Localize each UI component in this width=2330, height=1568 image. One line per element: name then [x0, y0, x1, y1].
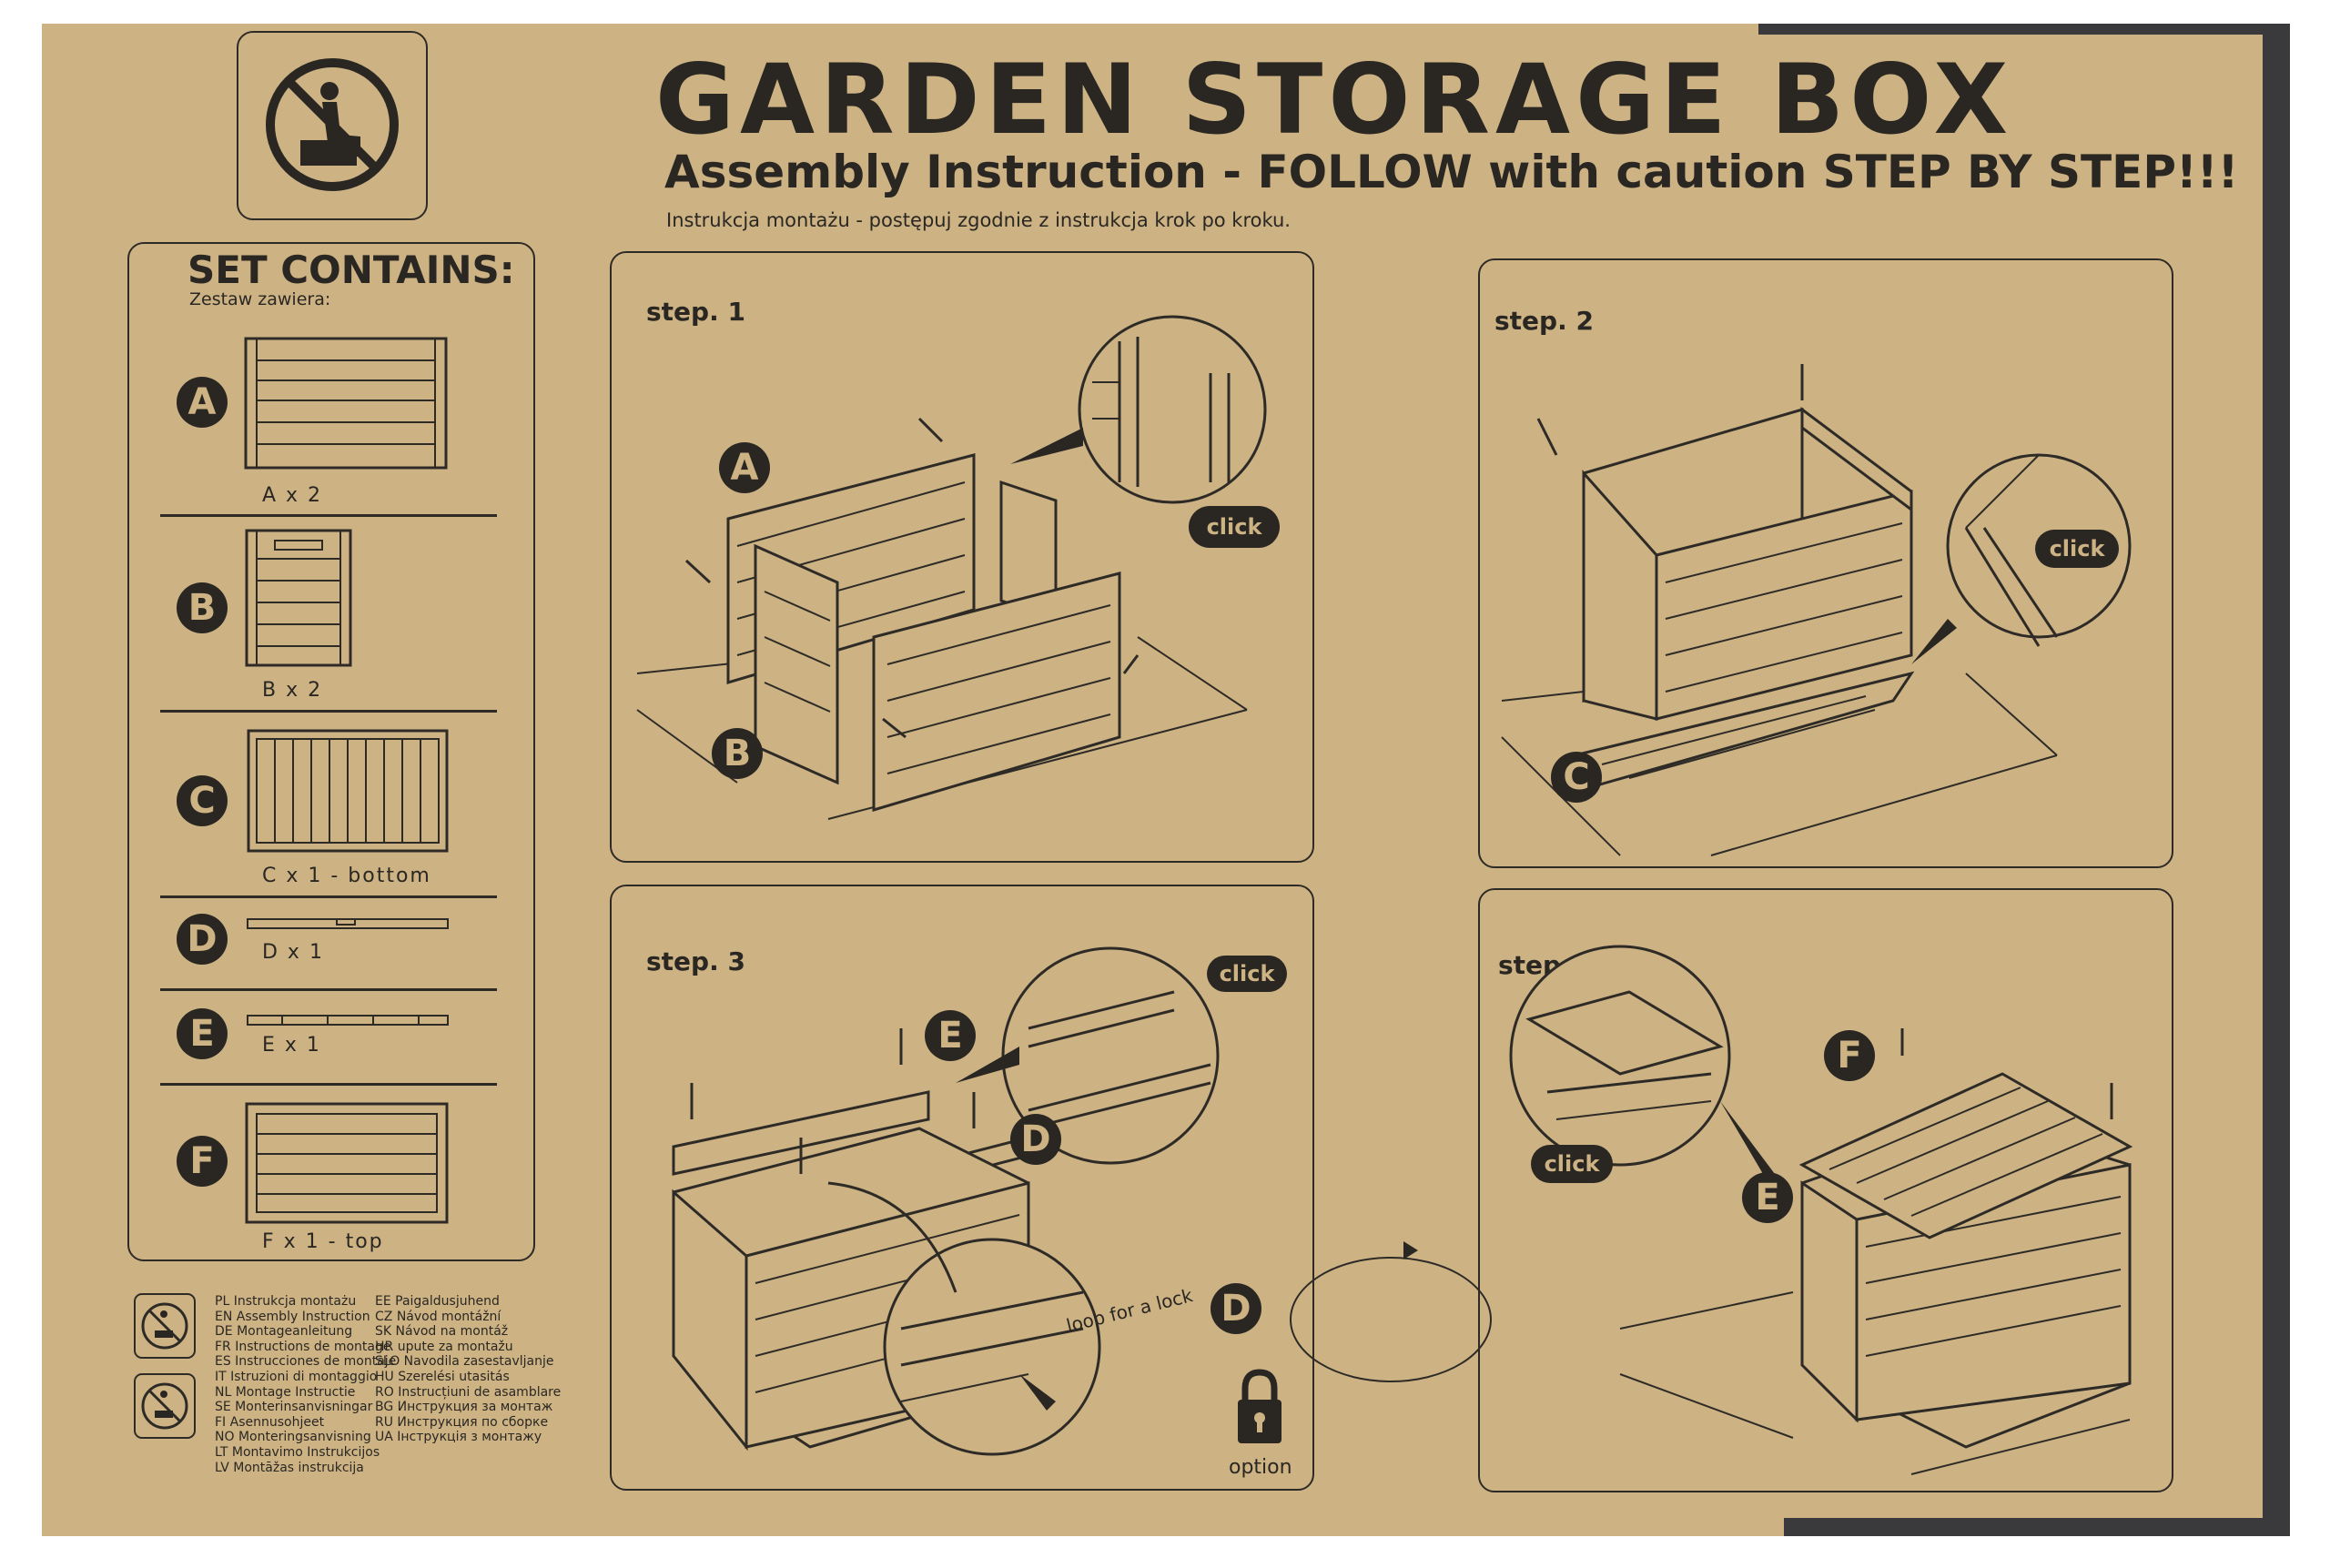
part-c-drawing — [247, 729, 449, 853]
part-f-drawing — [245, 1102, 449, 1224]
step1-letter-b: B — [712, 728, 763, 779]
step1-panel — [610, 251, 1314, 863]
step3-letter-d: D — [1010, 1114, 1061, 1165]
part-divider — [160, 514, 497, 517]
part-e-drawing — [247, 1015, 449, 1026]
step1-drawing — [636, 315, 1267, 820]
padlock-icon — [1238, 1369, 1282, 1443]
transition-arrow-icon — [1290, 1241, 1492, 1382]
no-sitting-icon — [134, 1373, 196, 1439]
set-contains-title: SET CONTAINS: — [187, 248, 515, 292]
set-contains-subtitle: Zestaw zawiera: — [189, 289, 331, 309]
dark-flap-bottom — [1784, 1518, 2290, 1536]
step1-label: step. 1 — [646, 297, 745, 327]
part-letter-f: F — [177, 1136, 228, 1187]
part-c-qty: C x 1 - bottom — [262, 865, 431, 887]
part-e-qty: E x 1 — [262, 1034, 321, 1057]
step2-letter-c: C — [1551, 752, 1602, 803]
part-divider — [160, 710, 497, 713]
part-f-qty: F x 1 - top — [262, 1230, 384, 1253]
part-letter-e: E — [177, 1008, 228, 1059]
part-letter-b: B — [177, 582, 228, 633]
part-letter-a: A — [177, 377, 228, 428]
dark-flap-top — [1758, 24, 2290, 35]
part-divider — [160, 1083, 497, 1086]
part-b-qty: B x 2 — [262, 679, 323, 702]
step2-label: step. 2 — [1494, 306, 1594, 336]
step4-letter-f: F — [1824, 1030, 1875, 1081]
part-divider — [160, 988, 497, 991]
step2-drawing — [1501, 364, 2132, 856]
step4-drawing — [1509, 945, 2133, 1475]
no-sitting-icon — [134, 1293, 196, 1359]
step4-letter-e: E — [1742, 1172, 1793, 1223]
subtitle-polish: Instrukcja montażu - postępuj zgodnie z … — [666, 209, 1291, 231]
subtitle: Assembly Instruction - FOLLOW with cauti… — [664, 146, 2239, 198]
dark-flap-right — [2263, 24, 2290, 1536]
part-letter-c: C — [177, 775, 228, 826]
part-a-qty: A x 2 — [262, 484, 323, 507]
step3-click-badge: click — [1207, 956, 1287, 992]
step3-letter-e: E — [925, 1010, 976, 1061]
warning-box — [237, 31, 428, 220]
no-sitting-icon — [266, 58, 399, 191]
language-list-2: EE Paigaldusjuhend CZ Návod montážní SK … — [375, 1294, 562, 1445]
step2-panel — [1478, 258, 2173, 868]
step4-click-badge: click — [1531, 1145, 1613, 1183]
step1-click-badge: click — [1189, 506, 1280, 548]
part-d-drawing — [247, 918, 449, 929]
step3-panel — [610, 885, 1314, 1491]
step3-letter-d-zoom: D — [1211, 1283, 1261, 1334]
step3-option-label: option — [1229, 1456, 1292, 1479]
step2-click-badge: click — [2035, 530, 2119, 568]
step3-label: step. 3 — [646, 946, 745, 976]
part-d-qty: D x 1 — [262, 941, 324, 964]
part-b-drawing — [245, 529, 352, 667]
step4-panel — [1478, 888, 2173, 1492]
part-a-drawing — [244, 337, 448, 470]
set-contains-panel — [127, 242, 535, 1261]
step1-letter-a: A — [719, 442, 770, 493]
part-letter-d: D — [177, 914, 228, 965]
step3-drawing — [672, 946, 1220, 1456]
part-divider — [160, 895, 497, 898]
language-list-1: PL Instrukcja montażu EN Assembly Instru… — [215, 1294, 397, 1475]
